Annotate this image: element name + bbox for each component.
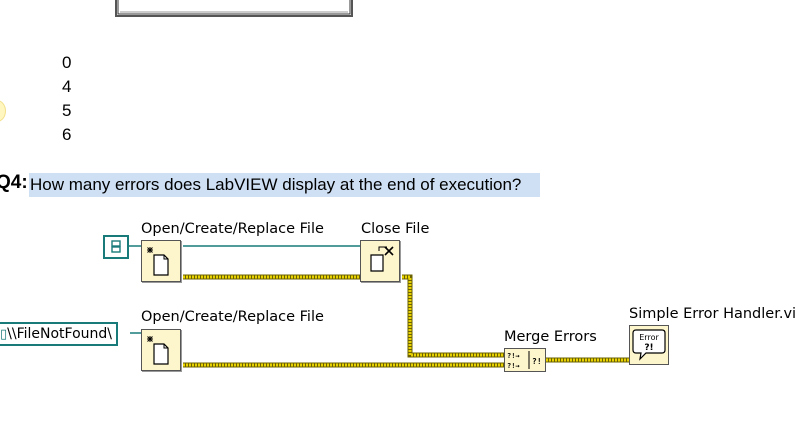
error-wires (183, 274, 629, 368)
refnum-wires (127, 245, 360, 334)
open-file-2-label: Open/Create/Replace File (141, 309, 324, 325)
svg-text:?!: ?! (532, 357, 542, 366)
svg-text:?!: ?! (644, 343, 653, 353)
open-file-1-node[interactable] (141, 240, 181, 282)
previous-question-frame (115, 0, 353, 17)
close-file-icon (370, 246, 394, 272)
open-file-2-node[interactable] (141, 329, 181, 371)
open-file-1-label: Open/Create/Replace File (141, 221, 324, 237)
answer-choice[interactable]: 5 (62, 101, 72, 120)
path-icon (111, 240, 121, 253)
close-file-node[interactable] (360, 240, 400, 282)
svg-text:?!→: ?!→ (507, 362, 520, 370)
close-file-label: Close File (361, 221, 430, 237)
merge-errors-node[interactable]: ?!→ ?!→ ?! (504, 348, 546, 372)
error-handler-node[interactable]: Error ?! (629, 325, 669, 365)
question-number: Q4: (0, 172, 28, 193)
open-file-icon (147, 336, 169, 365)
svg-text:Error: Error (639, 333, 659, 342)
merge-errors-label: Merge Errors (504, 329, 597, 345)
path-constant-value: \\FileNotFound\ (7, 326, 113, 342)
path-icon: ▯ (0, 327, 8, 342)
svg-text:?!→: ?!→ (507, 352, 520, 360)
question-text: How many errors does LabVIEW display at … (29, 173, 540, 197)
answer-choice[interactable]: 6 (62, 125, 72, 144)
error-handler-label: Simple Error Handler.vi (629, 306, 797, 322)
answer-choice[interactable]: 0 (62, 53, 72, 72)
path-constant[interactable]: ▯\\FileNotFound\ (0, 322, 119, 346)
file-path-control[interactable] (103, 235, 129, 259)
merge-errors-icon: ?!→ ?!→ ?! (507, 351, 542, 370)
open-file-icon (147, 247, 169, 276)
answer-choice[interactable]: 4 (62, 77, 72, 96)
error-speech-bubble-icon: Error ?! (632, 329, 666, 361)
